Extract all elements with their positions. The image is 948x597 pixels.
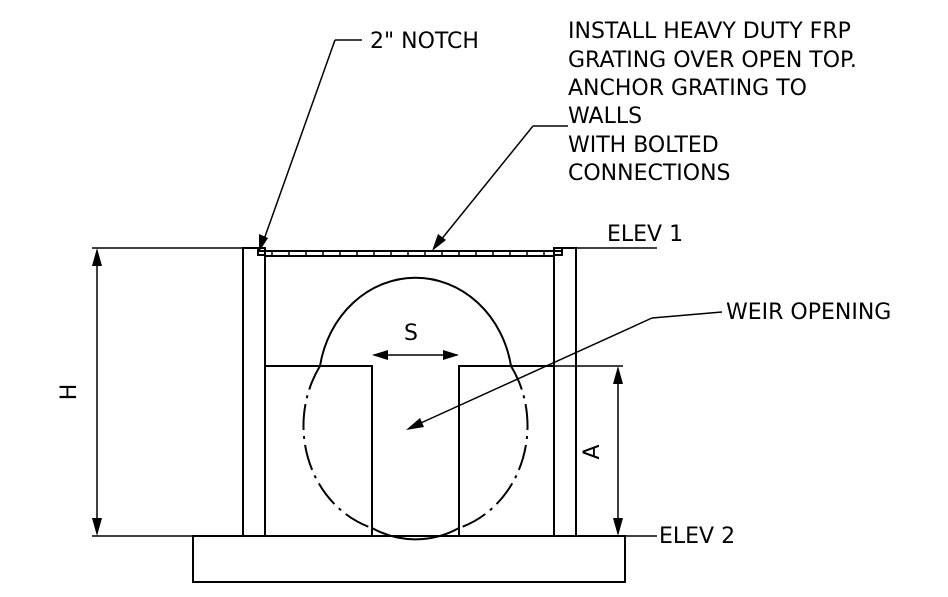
dim-h-label: H <box>57 384 82 401</box>
dim-a-label: A <box>580 444 605 459</box>
elev-2-label: ELEV 2 <box>659 524 735 549</box>
elev-2-marker: ELEV 2 <box>576 524 735 549</box>
elev-1-label: ELEV 1 <box>607 222 683 247</box>
right-wall <box>553 247 577 537</box>
grating-note-line-4: WALLS <box>568 104 642 129</box>
frp-grating <box>258 250 562 257</box>
elev-1-marker: ELEV 1 <box>576 222 683 249</box>
weir-plate-right <box>458 365 554 536</box>
weir-opening-leader <box>406 311 723 430</box>
dimension-s: S <box>372 321 459 360</box>
weir-plate-left <box>265 365 373 536</box>
pipe-outline <box>302 276 529 541</box>
weir-opening-label: WEIR OPENING <box>726 300 891 325</box>
notch-leader <box>259 39 362 252</box>
grating-leader <box>432 125 568 251</box>
notch-label: 2" NOTCH <box>370 29 479 54</box>
base-slab <box>192 535 626 583</box>
grating-note: INSTALL HEAVY DUTY FRP GRATING OVER OPEN… <box>568 19 857 186</box>
dimension-h: H <box>57 247 243 537</box>
dim-s-label: S <box>404 321 418 346</box>
dimension-a: A <box>554 365 623 536</box>
grating-note-line-3: ANCHOR GRATING TO <box>568 76 807 101</box>
left-wall <box>242 247 266 537</box>
grating-note-line-5: WITH BOLTED <box>568 133 719 158</box>
grating-note-line-1: INSTALL HEAVY DUTY FRP <box>568 19 851 44</box>
grating-note-line-2: GRATING OVER OPEN TOP. <box>568 48 857 73</box>
grating-note-line-6: CONNECTIONS <box>568 161 731 186</box>
